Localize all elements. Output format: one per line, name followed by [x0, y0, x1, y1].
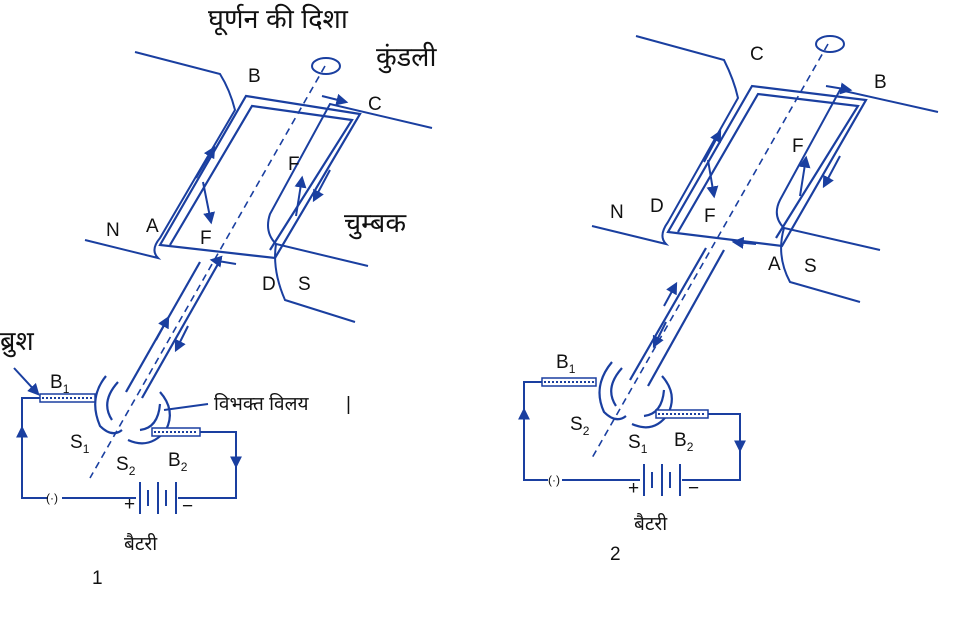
split-ring-s2 — [598, 361, 627, 421]
coil-lead-right — [647, 249, 725, 387]
magnet-label: चुम्बक — [344, 208, 407, 240]
coil-loop — [666, 84, 868, 248]
split-ring-inner — [610, 367, 666, 418]
panel-1-switch: (·) — [46, 491, 58, 505]
panel-2-ring-s2: S2 — [570, 414, 590, 438]
coil-lead-right — [141, 263, 219, 399]
split-ring-inner — [106, 381, 162, 432]
split-ring-s1 — [631, 375, 673, 429]
panel-2-switch: (·) — [548, 473, 560, 487]
panel-2-force-2: F — [792, 136, 804, 157]
coil-loop — [158, 94, 362, 260]
battery-1 — [139, 482, 177, 514]
panel-1-minus: − — [182, 496, 193, 517]
magnet-s-pole — [267, 102, 433, 267]
current-arrow-ad — [731, 236, 757, 249]
panel-2: N S D C B A F F B1 B2 S2 S1 (·) + − बैटर… — [518, 35, 939, 565]
current-arrow-lead-1 — [155, 315, 170, 341]
current-arrow-lead-2 — [174, 325, 189, 353]
panel-1-corner-d: D — [262, 274, 276, 295]
split-ring-mark: | — [346, 394, 351, 415]
panel-1-force-2: F — [288, 154, 300, 175]
panel-1-brush-b1: B1 — [50, 372, 70, 396]
panel-2-corner-c: C — [750, 44, 764, 65]
force-arrow-c — [294, 175, 307, 217]
rotation-axis — [89, 65, 326, 479]
current-arrow-cd — [312, 169, 331, 203]
panel-1-ring-s1: S1 — [70, 432, 90, 456]
panel-1-corner-c: C — [368, 94, 382, 115]
current-arrow-dc — [703, 129, 722, 163]
current-arrow-da — [209, 255, 237, 268]
panel-2-pole-s: S — [804, 256, 817, 277]
split-ring-label: विभक्त विलय — [214, 392, 310, 415]
current-arrow-lead-1 — [663, 281, 678, 307]
rotation-direction-icon — [815, 35, 845, 53]
magnet-s-pole-face — [274, 243, 356, 323]
panel-1-ring-s2: S2 — [116, 454, 136, 478]
coil-inner — [169, 104, 354, 251]
current-arrow-cb — [825, 82, 853, 95]
coil-inner — [677, 92, 860, 239]
panel-2-pole-n: N — [610, 202, 624, 223]
force-arrow-d — [706, 159, 719, 199]
panel-2-battery-label: बैटरी — [634, 512, 668, 535]
panel-2-number: 2 — [610, 544, 621, 565]
magnet-n-pole — [591, 35, 740, 246]
current-arrow-ab — [195, 145, 216, 179]
panel-2-brush-b1: B1 — [556, 352, 576, 376]
panel-1-plus: + — [124, 494, 135, 515]
magnet-s-pole-face — [780, 227, 861, 303]
panel-2-plus: + — [628, 478, 639, 499]
current-arrow-lead-2 — [652, 321, 667, 349]
panel-2-corner-b: B — [874, 72, 887, 93]
panel-1-corner-a: A — [146, 216, 159, 237]
coil-label: कुंडली — [376, 41, 437, 74]
current-arrow-bc — [321, 93, 349, 106]
split-ring-s1 — [94, 375, 123, 435]
circuit-wire — [523, 381, 741, 481]
coil-lead-left — [629, 247, 707, 381]
battery-2 — [643, 464, 681, 496]
split-ring-pointer — [163, 403, 209, 411]
panel-1-pole-n: N — [106, 220, 120, 241]
panel-2-minus: − — [688, 478, 699, 499]
circuit-wire — [21, 397, 237, 499]
panel-1: N S A B C D F F B1 B2 S1 S2 (·) + − बैटर… — [13, 51, 433, 589]
rotation-direction-label: घूर्णन की दिशा — [208, 3, 349, 36]
panel-2-corner-d: D — [650, 196, 664, 217]
rotation-axis — [591, 43, 829, 459]
panel-1-brush-b2: B2 — [168, 450, 188, 474]
panel-1-force-1: F — [200, 228, 212, 249]
force-arrow-b — [798, 155, 811, 197]
brush-label: ब्रुश — [0, 326, 34, 358]
brush-pointer — [13, 367, 40, 396]
panel-1-battery-label: बैटरी — [124, 532, 158, 555]
panel-2-ring-s1: S1 — [628, 432, 648, 456]
panel-2-corner-a: A — [768, 254, 781, 275]
rotation-direction-icon — [311, 57, 341, 75]
panel-2-force-1: F — [704, 206, 716, 227]
force-arrow-a — [202, 181, 216, 225]
panel-2-brush-b2: B2 — [674, 430, 694, 454]
panel-1-corner-b: B — [248, 66, 261, 87]
current-arrow-ba — [822, 155, 841, 189]
panel-1-number: 1 — [92, 568, 103, 589]
panel-1-pole-s: S — [298, 274, 311, 295]
